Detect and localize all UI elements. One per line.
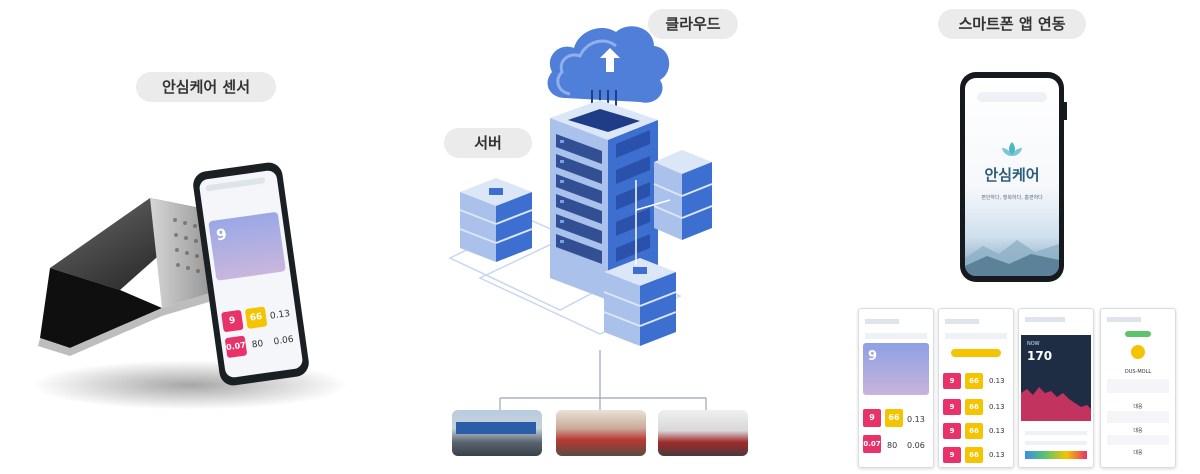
cloud-server-illustration: [448, 26, 713, 388]
screen1-value-6: 0.06: [907, 441, 925, 450]
site-photo-2: [556, 410, 646, 456]
screen2-tile-7: 9: [943, 423, 961, 439]
app-tagline: 편안하다, 행복하다, 홈편하다: [981, 195, 1043, 201]
screen1-weather: 9: [863, 343, 929, 395]
cloud-label: 클라우드: [648, 9, 738, 39]
screen2-tile-11: 66: [965, 447, 983, 463]
cloud-icon: [547, 26, 670, 103]
screen4-item-1: DUS-MOLL: [1124, 369, 1152, 375]
screen2-value-9: 0.13: [989, 427, 1005, 435]
screen4-item-3: 대응: [1133, 428, 1143, 434]
app-screen-4: DUS-MOLL 대응 대응 대응: [1100, 308, 1176, 468]
screen2-value-12: 0.13: [989, 451, 1005, 459]
app-phone-screen: 안심케어 편안하다, 행복하다, 홈편하다: [965, 78, 1059, 276]
sensor-tile-4: 0.07: [224, 335, 248, 359]
screen3-area-chart: [1021, 387, 1091, 421]
right-server-stack: [653, 150, 713, 240]
screen2-tile-8: 66: [965, 423, 983, 439]
app-screen-2: 9 66 0.13 9 66 0.13 9 66 0.13 9 66 0.13: [938, 308, 1014, 468]
lotus-logo-icon: [1002, 142, 1022, 156]
sensor-phone-temp: 9: [215, 225, 228, 245]
site-photo-3: [658, 410, 748, 456]
screen1-value-3: 0.13: [907, 415, 925, 424]
screen2-value-6: 0.13: [989, 403, 1005, 411]
left-server-stack: [459, 178, 533, 262]
screen4-item-2: 대응: [1133, 404, 1143, 410]
sensor-label: 안심케어 센서: [136, 72, 276, 102]
screen1-temp: 9: [868, 349, 878, 364]
screen2-tile-4: 9: [943, 399, 961, 415]
photo-connector: [499, 386, 707, 410]
app-screen-3: NOW 170: [1018, 308, 1094, 468]
sensor-tile-1: 9: [221, 309, 244, 333]
screen3-now-value: 170: [1027, 349, 1053, 363]
sensor-phone-header: [205, 177, 266, 192]
site-photo-1: [452, 410, 542, 456]
sensor-value-5: 80: [251, 339, 265, 351]
screen3-chart-panel: NOW 170: [1021, 335, 1091, 421]
screen1-tile-1: 9: [863, 409, 881, 427]
screen2-tile-10: 9: [943, 447, 961, 463]
sensor-value-6: 0.06: [273, 334, 295, 348]
screen2-tile-2: 66: [965, 373, 983, 389]
app-phone-search-bar: [977, 92, 1047, 102]
mountain-scene: [965, 240, 1059, 276]
screen3-now-label: NOW: [1027, 341, 1040, 347]
sensor-value-3: 0.13: [269, 309, 291, 322]
screen4-item-4: 대응: [1133, 450, 1143, 456]
screen2-value-3: 0.13: [989, 377, 1005, 385]
app-phone: 안심케어 편안하다, 행복하다, 홈편하다: [960, 72, 1067, 282]
app-screen-1: 9 9 66 0.13 0.07 80 0.06: [858, 308, 934, 468]
sensor-tile-2: 66: [244, 306, 268, 330]
server-label: 서버: [444, 128, 532, 158]
screen2-tile-1: 9: [943, 373, 961, 389]
app-phone-side-button: [1064, 102, 1067, 120]
screen1-tile-4: 0.07: [863, 435, 881, 453]
front-server-stack: [603, 258, 677, 346]
screen1-tile-2: 66: [885, 409, 903, 427]
app-brand: 안심케어: [984, 166, 1040, 184]
screen2-tile-5: 66: [965, 399, 983, 415]
screen1-value-5: 80: [887, 441, 898, 450]
sensor-phone-weather: 9: [208, 211, 286, 281]
safecare-sensor-device: [38, 198, 222, 356]
screen4-sun-icon: [1131, 345, 1145, 359]
app-label: 스마트폰 앱 연동: [938, 9, 1086, 39]
